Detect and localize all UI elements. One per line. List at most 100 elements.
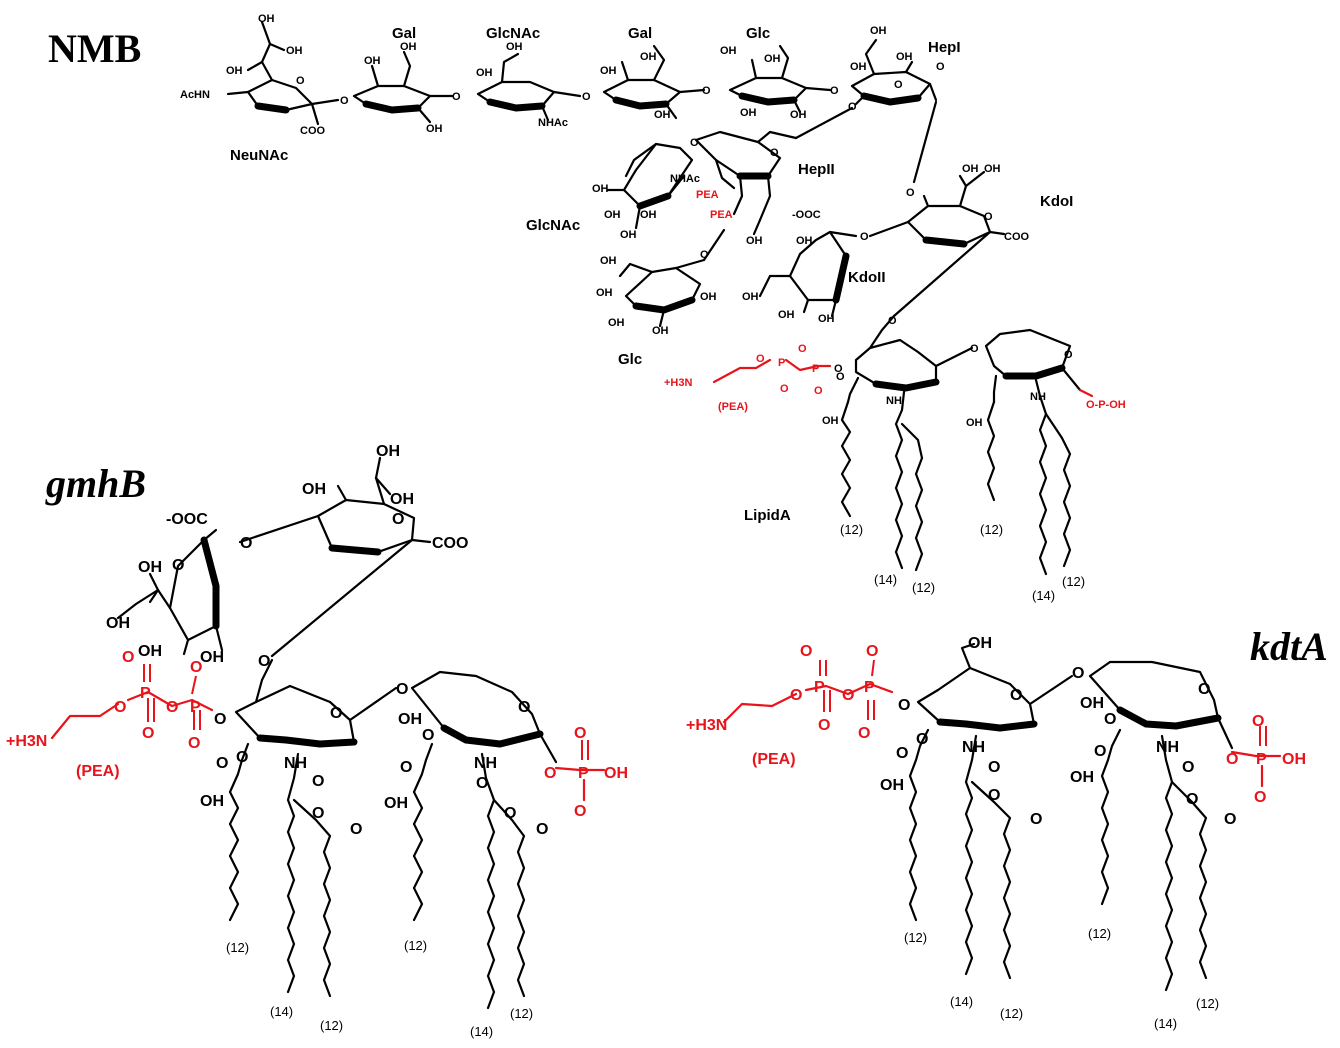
gmhb-acyl-o6: O bbox=[400, 759, 412, 776]
kdta-h3n: +H3N bbox=[686, 717, 727, 734]
kdta-o6: O bbox=[858, 725, 870, 742]
nmb-chain-4: (12) bbox=[980, 522, 1003, 537]
glc1-link-o: O bbox=[830, 85, 839, 97]
nmb-p-o3: O bbox=[780, 383, 789, 395]
gal2-oh2: OH bbox=[640, 51, 657, 63]
nmb-pea-group: +H3N O P O P O O (PEA) O O-P-OH bbox=[664, 343, 1126, 413]
hepi-kdoi-link-o: O bbox=[906, 187, 915, 199]
gmhb-kdo1-ring-o: O bbox=[392, 511, 404, 528]
kdta-acyl-nh1: NH bbox=[962, 739, 985, 756]
gmhb-glyco-o: O bbox=[396, 681, 408, 698]
kdta-oh-top: OH bbox=[968, 635, 992, 652]
glcnac2-oh4: OH bbox=[640, 209, 657, 221]
glcnac1-nhac: NHAc bbox=[538, 117, 568, 129]
gal2-link-o: O bbox=[702, 85, 711, 97]
gal2-ring: OH OH OH O Gal bbox=[600, 25, 711, 121]
kdta-o2: O bbox=[800, 643, 812, 660]
gal2-oh1: OH bbox=[600, 65, 617, 77]
kdoi-oh1: OH bbox=[962, 163, 979, 175]
hepi-oh3: OH bbox=[896, 51, 913, 63]
gmhb-1p-oh: OH bbox=[604, 765, 628, 782]
neunac-oh1: OH bbox=[258, 13, 275, 25]
gmhb-kdo2-ooc: -OOC bbox=[166, 511, 208, 528]
gal1-oh3: OH bbox=[426, 123, 443, 135]
gal1-ring: OH OH OH O Gal bbox=[352, 25, 461, 135]
kdoii-oh3: OH bbox=[818, 313, 835, 325]
kdta-structure: OH O O O OH +H3N O P O O O P O O (PEA) O… bbox=[686, 635, 1306, 1031]
kdoi-oh2: OH bbox=[984, 163, 1001, 175]
nmb-acyl-nh2: NH bbox=[1030, 391, 1046, 403]
kdta-acyl-o8: O bbox=[1186, 791, 1198, 808]
kdta-acyl-o3: O bbox=[988, 787, 1000, 804]
kdta-chain-4: (12) bbox=[1088, 926, 1111, 941]
gmhb-1p-o: O bbox=[544, 765, 556, 782]
kdta-acyl-oh2: OH bbox=[1070, 769, 1094, 786]
gmhb-acyl-o2: O bbox=[312, 773, 324, 790]
gmhb-h3n: +H3N bbox=[6, 733, 47, 750]
hepi-oh2: OH bbox=[870, 25, 887, 37]
kdta-glyco-o: O bbox=[1072, 665, 1084, 682]
glc1-ring: OH OH OH OH O Glc bbox=[720, 25, 839, 121]
label-hepii: HepII bbox=[798, 161, 835, 178]
nmb-lipa-glyco-o: O bbox=[970, 343, 979, 355]
gmhb-kdo2-ring-o: O bbox=[172, 557, 184, 574]
kdta-acyl-o4: O bbox=[1030, 811, 1042, 828]
gmhb-acyl-o7: O bbox=[476, 775, 488, 792]
gmhb-acyl-oh2: OH bbox=[384, 795, 408, 812]
label-neunac: NeuNAc bbox=[230, 147, 288, 164]
kdta-chain-2: (14) bbox=[950, 994, 973, 1009]
gmhb-p-link-o: O bbox=[214, 711, 226, 728]
hepi-oh1: OH bbox=[850, 61, 867, 73]
kdta-o3: O bbox=[818, 717, 830, 734]
kdta-o4: O bbox=[842, 687, 854, 704]
kdta-1p-oh: OH bbox=[1282, 751, 1306, 768]
kdoi-link-o: O bbox=[860, 231, 869, 243]
gmhb-acyl-o5: O bbox=[422, 727, 434, 744]
nmb-chain-5: (14) bbox=[1032, 588, 1055, 603]
nmb-chain-1: (12) bbox=[840, 522, 863, 537]
glcnac2-nhac: NHAc bbox=[670, 173, 700, 185]
gmhb-kdo1-oh3: OH bbox=[390, 491, 414, 508]
gmhb-acyl-o1: O bbox=[236, 749, 248, 766]
glc1-oh1: OH bbox=[720, 45, 737, 57]
nmb-h3n: +H3N bbox=[664, 377, 692, 389]
nmb-p-o1: O bbox=[756, 353, 765, 365]
gmhb-kdo2-oh1: OH bbox=[138, 559, 162, 576]
gmhb-ring-o2: O bbox=[518, 699, 530, 716]
kdta-1p-o2: O bbox=[1252, 713, 1264, 730]
neunac-oh2: OH bbox=[286, 45, 303, 57]
gmhb-1p-o3: O bbox=[574, 803, 586, 820]
gmhb-acyl-nh1: NH bbox=[284, 755, 307, 772]
kdta-chain-5: (14) bbox=[1154, 1016, 1177, 1031]
title-kdta: kdtA bbox=[1250, 624, 1328, 669]
gmhb-acyl-o1b: O bbox=[216, 755, 228, 772]
gmhb-pea-group: +H3N O P O O O P O O (PEA) O O P O O OH bbox=[6, 649, 628, 820]
neunac-achn: AcHN bbox=[180, 89, 210, 101]
nmb-lipa-link-o: O bbox=[888, 315, 897, 327]
nmb-acyl-oh1: OH bbox=[822, 415, 839, 427]
nmb-p-o4: O bbox=[814, 385, 823, 397]
kdoi-ring-o: O bbox=[984, 211, 993, 223]
glc2-oh2: OH bbox=[596, 287, 613, 299]
label-glc2: Glc bbox=[618, 351, 642, 368]
hepii-pea1: PEA bbox=[696, 189, 719, 201]
gmhb-acyl-nh2: NH bbox=[474, 755, 497, 772]
hepii-ring-o: O bbox=[770, 147, 779, 159]
gmhb-chain-5: (14) bbox=[470, 1024, 493, 1039]
kdta-oh-backbone: OH bbox=[1080, 695, 1104, 712]
kdoii-oh4: OH bbox=[796, 235, 813, 247]
gmhb-kdo1-oh1: OH bbox=[302, 481, 326, 498]
kdta-chain-1: (12) bbox=[904, 930, 927, 945]
kdta-p2: P bbox=[864, 679, 875, 696]
neunac-ring-o: O bbox=[296, 75, 305, 87]
glc1-oh3: OH bbox=[740, 107, 757, 119]
kdta-acyl-o1b: O bbox=[896, 745, 908, 762]
glc2-oh3: OH bbox=[608, 317, 625, 329]
title-nmb: NMB bbox=[48, 26, 141, 71]
gal1-link-o: O bbox=[452, 91, 461, 103]
hepii-oh: OH bbox=[746, 235, 763, 247]
label-glc1: Glc bbox=[746, 25, 770, 42]
gmhb-kdo1-oh2: OH bbox=[376, 443, 400, 460]
kdta-ring-o2: O bbox=[1198, 681, 1210, 698]
